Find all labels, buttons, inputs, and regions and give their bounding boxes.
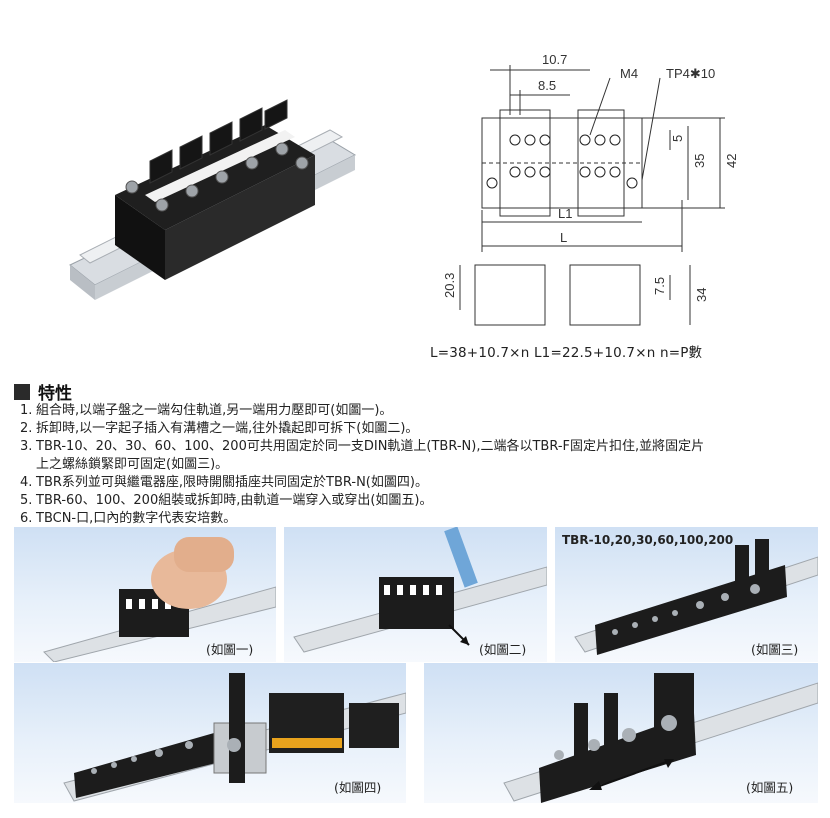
feature-item: 4.TBR系列並可與繼電器座,限時開關插座共同固定於TBR-N(如圖四)。 — [20, 475, 428, 490]
dim-42: 42 — [724, 154, 739, 168]
photo-removal: (如圖二) — [284, 527, 547, 662]
feature-item: 2.拆卸時,以一字起子插入有溝槽之一端,往外撬起即可拆下(如圖二)。 — [20, 421, 419, 436]
photo-sliding: (如圖五) — [424, 663, 818, 803]
feature-list: 1.組合時,以端子盤之一端勾住軌道,另一端用力壓即可(如圖一)。 2.拆卸時,以… — [20, 402, 820, 528]
dimension-drawing: 10.7 8.5 M4 TP4✱10 5 35 42 L1 L 20.3 7.5… — [442, 52, 739, 326]
dim-35: 35 — [692, 154, 707, 168]
dim-l: L — [560, 230, 567, 245]
photo2-caption: (如圖二) — [479, 642, 527, 657]
photo4-caption: (如圖四) — [334, 780, 382, 795]
product-photo — [69, 99, 357, 300]
photo-relay-combination: (如圖四) — [14, 663, 406, 803]
combination-illustration — [574, 539, 818, 655]
removal-illustration — [293, 527, 547, 653]
relay-combination-illustration — [63, 673, 406, 802]
mounting-illustration — [43, 537, 276, 662]
photo1-caption: (如圖一) — [206, 642, 254, 657]
photo-mounting: (如圖一) — [14, 527, 276, 662]
dim-l1: L1 — [558, 206, 572, 221]
length-formula: L=38+10.7×n L1=22.5+10.7×n n=P數 — [430, 345, 703, 361]
section-heading: 特性 — [14, 379, 72, 404]
bullet-square-icon — [14, 383, 30, 400]
dim-10-7: 10.7 — [542, 52, 567, 67]
feature-item: 3.TBR-10、20、30、60、100、200可共用固定於同一支DIN軌道上… — [20, 439, 705, 454]
dim-5: 5 — [670, 135, 685, 142]
dim-20-3: 20.3 — [442, 273, 457, 298]
section-title: 特性 — [38, 384, 72, 404]
feature-item-continuation: 上之螺絲鎖緊即可固定(如圖三)。 — [36, 457, 229, 472]
label-m4: M4 — [620, 66, 638, 81]
feature-item: 6.TBCN-口,口內的數字代表安培數。 — [20, 511, 237, 526]
dim-7-5: 7.5 — [652, 277, 667, 295]
feature-item: 1.組合時,以端子盤之一端勾住軌道,另一端用力壓即可(如圖一)。 — [20, 403, 393, 418]
photo3-title: TBR-10,20,30,60,100,200 — [562, 533, 734, 547]
photo3-caption: (如圖三) — [751, 642, 799, 657]
feature-item: 5.TBR-60、100、200組裝或拆卸時,由軌道一端穿入或穿出(如圖五)。 — [20, 493, 433, 508]
label-tp: TP4✱10 — [666, 66, 715, 81]
dim-8-5: 8.5 — [538, 78, 556, 93]
sliding-illustration — [503, 673, 818, 803]
photo5-caption: (如圖五) — [746, 780, 794, 795]
dim-34: 34 — [694, 288, 709, 302]
photo-combination: TBR-10,20,30,60,100,200 (如圖三) — [555, 527, 818, 662]
